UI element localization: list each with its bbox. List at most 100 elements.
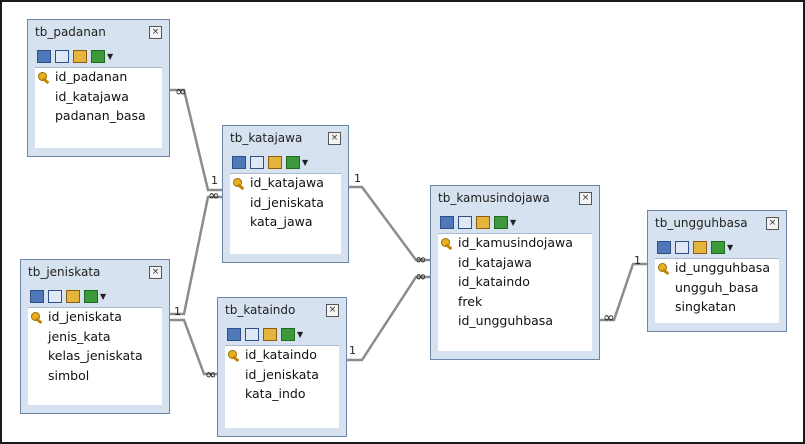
add-table-icon[interactable] — [657, 241, 671, 254]
export-icon[interactable] — [84, 290, 98, 303]
close-icon[interactable]: × — [328, 132, 341, 145]
primary-key-icon — [233, 178, 245, 189]
close-icon[interactable]: × — [766, 217, 779, 230]
field-row[interactable]: padanan_basa — [35, 107, 162, 127]
relationship-line — [170, 318, 217, 376]
grid-view-icon[interactable] — [245, 328, 259, 341]
table-title: tb_kataindo — [225, 303, 296, 317]
field-label: frek — [458, 293, 483, 309]
field-row[interactable]: id_kamusindojawa — [438, 234, 592, 254]
export-icon[interactable] — [494, 216, 508, 229]
dropdown-arrow-icon[interactable]: ▼ — [297, 330, 304, 339]
dropdown-arrow-icon[interactable]: ▼ — [727, 243, 734, 252]
field-label: id_ungguhbasa — [675, 260, 770, 275]
field-row[interactable]: id_ungguhbasa — [655, 259, 779, 279]
field-label: id_ungguhbasa — [458, 313, 553, 328]
relationship-line — [600, 262, 647, 322]
key-table-icon[interactable] — [66, 290, 80, 303]
table-title: tb_kamusindojawa — [438, 191, 550, 205]
table-title: tb_ungguhbasa — [655, 216, 748, 230]
field-row[interactable]: kelas_jeniskata — [28, 347, 162, 367]
grid-view-icon[interactable] — [48, 290, 62, 303]
grid-view-icon[interactable] — [55, 50, 69, 63]
relationship-line — [349, 185, 430, 262]
field-row[interactable]: jenis_kata — [28, 328, 162, 348]
export-icon[interactable] — [711, 241, 725, 254]
table-toolbar: ▼ — [30, 288, 106, 305]
cardinality-one-label: 1 — [349, 344, 356, 357]
table-toolbar: ▼ — [227, 326, 303, 343]
table-header[interactable]: tb_padanan × — [28, 20, 169, 46]
export-icon[interactable] — [91, 50, 105, 63]
add-table-icon[interactable] — [227, 328, 241, 341]
table-header[interactable]: tb_ungguhbasa × — [648, 211, 786, 237]
dropdown-arrow-icon[interactable]: ▼ — [107, 52, 114, 61]
key-table-icon[interactable] — [268, 156, 282, 169]
field-row[interactable]: id_ungguhbasa — [438, 312, 592, 332]
primary-key-icon — [38, 72, 50, 83]
field-row[interactable]: simbol — [28, 367, 162, 387]
close-icon[interactable]: × — [149, 266, 162, 279]
export-icon[interactable] — [286, 156, 300, 169]
field-row[interactable]: id_kataindo — [438, 273, 592, 293]
cardinality-many-label: ∞ — [205, 367, 217, 383]
add-table-icon[interactable] — [30, 290, 44, 303]
grid-view-icon[interactable] — [250, 156, 264, 169]
add-table-icon[interactable] — [440, 216, 454, 229]
key-table-icon[interactable] — [693, 241, 707, 254]
field-row[interactable]: frek — [438, 293, 592, 313]
close-icon[interactable]: × — [326, 304, 339, 317]
table-header[interactable]: tb_katajawa× — [223, 126, 348, 152]
key-table-icon[interactable] — [73, 50, 87, 63]
key-table-icon[interactable] — [263, 328, 277, 341]
close-icon[interactable]: × — [149, 26, 162, 39]
field-row[interactable]: id_katajawa — [438, 254, 592, 274]
table-header[interactable]: tb_jeniskata × — [21, 260, 169, 286]
cardinality-many-label: ∞ — [603, 310, 615, 326]
dropdown-arrow-icon[interactable]: ▼ — [302, 158, 309, 167]
cardinality-one-label: 1 — [354, 172, 361, 185]
export-icon[interactable] — [281, 328, 295, 341]
cardinality-many-label: ∞ — [175, 84, 187, 100]
add-table-icon[interactable] — [232, 156, 246, 169]
table-header[interactable]: tb_kataindo × — [218, 298, 346, 324]
key-table-icon[interactable] — [476, 216, 490, 229]
field-row[interactable]: singkatan — [655, 298, 779, 318]
primary-key-icon — [658, 263, 670, 274]
grid-view-icon[interactable] — [675, 241, 689, 254]
field-label: simbol — [48, 367, 90, 383]
table-toolbar: ▼ — [37, 48, 113, 65]
relationship-line — [170, 88, 222, 192]
field-row[interactable]: id_katajawa — [230, 174, 341, 194]
add-table-icon[interactable] — [37, 50, 51, 63]
grid-view-icon[interactable] — [458, 216, 472, 229]
field-row[interactable]: kata_indo — [225, 385, 339, 405]
close-icon[interactable]: × — [579, 192, 592, 205]
dropdown-arrow-icon[interactable]: ▼ — [100, 292, 107, 301]
table-header[interactable]: tb_kamusindojawa × — [431, 186, 599, 212]
field-row[interactable]: kata_jawa — [230, 213, 341, 233]
table-title: tb_jeniskata — [28, 265, 101, 279]
field-label: id_katajawa — [55, 88, 129, 104]
field-row[interactable]: ungguh_basa — [655, 279, 779, 299]
field-row[interactable]: id_padanan — [35, 68, 162, 88]
table-title: tb_padanan — [35, 25, 106, 39]
relationship-line — [347, 275, 430, 362]
cardinality-one-label: 1 — [211, 174, 218, 187]
dropdown-arrow-icon[interactable]: ▼ — [510, 218, 517, 227]
field-row[interactable]: id_jeniskata — [230, 194, 341, 214]
field-label: id_katajawa — [458, 254, 532, 270]
field-row[interactable]: id_katajawa — [35, 88, 162, 108]
field-row[interactable]: id_kataindo — [225, 346, 339, 366]
primary-key-icon — [441, 238, 453, 249]
field-row[interactable]: id_jeniskata — [28, 308, 162, 328]
field-row[interactable]: id_jeniskata — [225, 366, 339, 386]
